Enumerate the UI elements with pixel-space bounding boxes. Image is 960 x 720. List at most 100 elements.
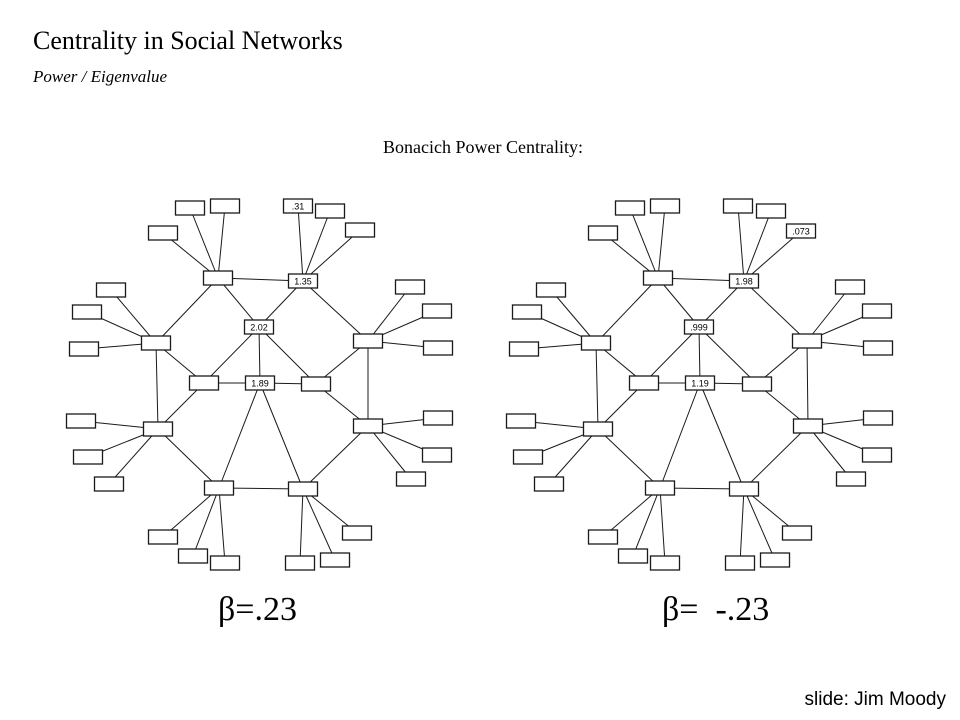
node-box — [287, 273, 319, 289]
node-score-label: 1.98 — [735, 277, 753, 287]
node-box — [724, 555, 756, 571]
network-node-pg3 — [422, 340, 454, 356]
network-node-pj3 — [649, 555, 681, 571]
node-box — [422, 340, 454, 356]
network-node-i — [582, 421, 614, 437]
network-node-pj3 — [209, 555, 241, 571]
network-node-b: 1.35 — [287, 273, 319, 289]
node-box — [722, 198, 754, 214]
network-node-j — [644, 480, 676, 496]
node-box — [300, 376, 332, 392]
network-node-pd2 — [511, 304, 543, 320]
edge-j-pj1 — [162, 487, 220, 538]
network-node-pd3 — [68, 341, 100, 357]
edge-a-c — [217, 277, 260, 328]
node-box — [535, 282, 567, 298]
edge-g-pg1 — [367, 286, 411, 342]
node-score-label: 1.35 — [294, 277, 312, 287]
node-box — [644, 480, 676, 496]
node-score-label: .31 — [292, 202, 305, 212]
network-node-pk2 — [421, 447, 453, 463]
network-node-d — [580, 335, 612, 351]
edge-l-pl2 — [743, 488, 776, 561]
network-node-pg3 — [862, 340, 894, 356]
network-node-pb2 — [314, 203, 346, 219]
edge-a-c — [657, 277, 700, 328]
edge-b-pb2 — [302, 210, 331, 282]
edge-a-pa2 — [657, 205, 666, 279]
edge-c-f — [258, 326, 317, 385]
edge-j-pj3 — [659, 487, 666, 564]
edge-e-i — [597, 382, 645, 430]
slide-title: Centrality in Social Networks — [33, 26, 343, 55]
node-score-label: 1.89 — [251, 379, 269, 389]
network-node-pg2 — [861, 303, 893, 319]
node-box — [71, 304, 103, 320]
edge-l-pl1 — [739, 488, 745, 564]
network-node-pa3 — [587, 225, 619, 241]
node-box — [209, 555, 241, 571]
network-node-pk1 — [422, 410, 454, 426]
edge-l-pl1 — [299, 488, 304, 564]
node-box — [244, 375, 276, 391]
node-box — [759, 552, 791, 568]
node-box — [587, 529, 619, 545]
node-box — [421, 303, 453, 319]
network-node-pl2 — [319, 552, 351, 568]
network-node-l — [287, 481, 319, 497]
network-node-pl3 — [781, 525, 813, 541]
node-box — [587, 225, 619, 241]
network-node-pi1 — [65, 413, 97, 429]
network-node-pk2 — [861, 447, 893, 463]
network-node-pi3 — [93, 476, 125, 492]
node-box — [683, 319, 715, 335]
node-box — [684, 375, 716, 391]
edge-c-e — [643, 326, 700, 384]
edge-a-pa1 — [629, 207, 659, 279]
network-node-pj1 — [587, 529, 619, 545]
node-box — [314, 203, 346, 219]
node-box — [344, 222, 376, 238]
edge-b-pb1 — [737, 205, 745, 282]
network-node-pi2 — [512, 449, 544, 465]
node-box — [862, 340, 894, 356]
node-box — [287, 481, 319, 497]
node-box — [202, 270, 234, 286]
node-box — [512, 449, 544, 465]
network-node-pd1 — [535, 282, 567, 298]
network-node-pd1 — [95, 282, 127, 298]
network-node-e — [628, 375, 660, 391]
slide-credit: slide: Jim Moody — [804, 689, 947, 710]
network-node-pi1 — [505, 413, 537, 429]
edge-d-pd1 — [550, 289, 597, 344]
edge-b-g — [743, 280, 808, 342]
edge-b-g — [302, 280, 369, 342]
network-node-pb1 — [722, 198, 754, 214]
edge-b-pb3 — [302, 229, 361, 282]
network-node-pk1 — [862, 410, 894, 426]
network-node-pa2 — [209, 198, 241, 214]
node-box — [203, 480, 235, 496]
network-node-pi2 — [72, 449, 104, 465]
edge-i-pi3 — [108, 428, 159, 485]
node-score-label: .999 — [690, 323, 708, 333]
node-box — [649, 555, 681, 571]
network-node-pb2 — [755, 203, 787, 219]
node-box — [861, 303, 893, 319]
node-box — [188, 375, 220, 391]
edge-h-j — [218, 382, 261, 489]
node-box — [755, 203, 787, 219]
edge-b-c — [258, 280, 304, 328]
network-node-f — [741, 376, 773, 392]
node-box — [741, 376, 773, 392]
edge-i-j — [157, 428, 220, 489]
edge-i-j — [597, 428, 661, 489]
edge-l-pl2 — [302, 488, 336, 561]
node-box — [422, 410, 454, 426]
node-box — [421, 447, 453, 463]
network-node-h: 1.19 — [684, 375, 716, 391]
node-box — [65, 413, 97, 429]
edge-b-pb1 — [297, 205, 304, 282]
node-box — [72, 449, 104, 465]
